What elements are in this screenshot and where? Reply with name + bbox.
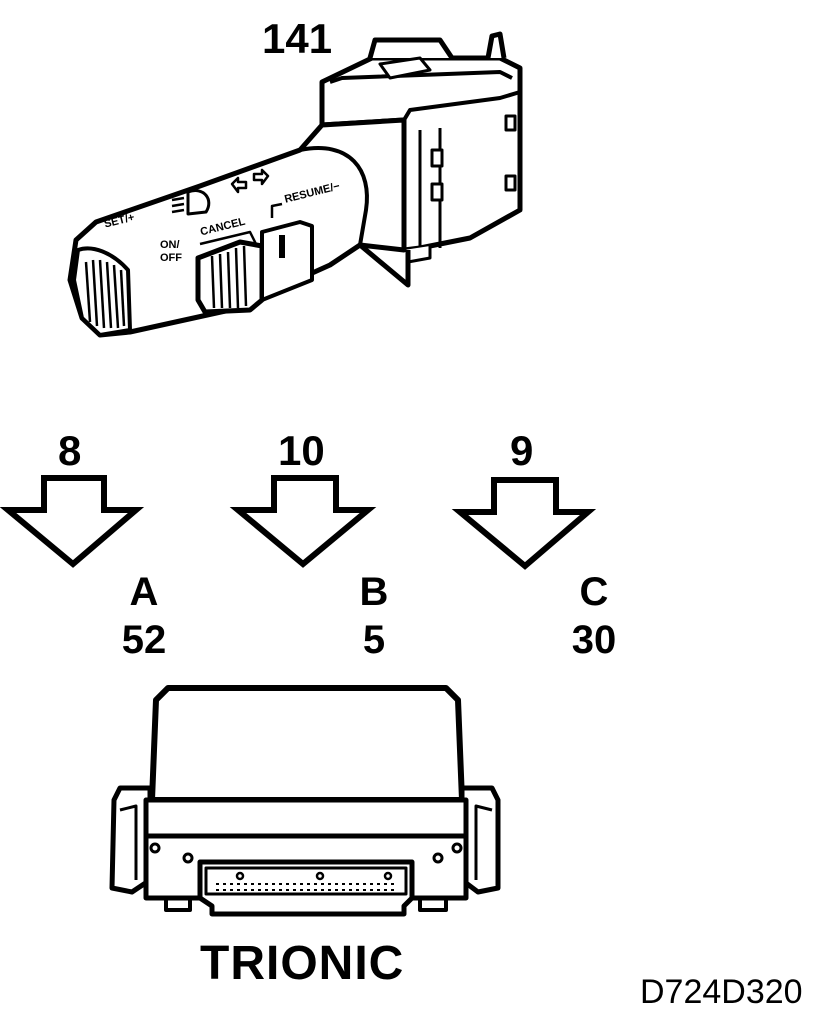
wire-number-10: 10 [278,427,325,474]
switch-number-label: 141 [262,15,333,62]
wire-number-8: 8 [58,427,82,474]
pin-letter-b: B [359,570,389,614]
module-base [143,797,469,839]
pin-number-52: 52 [121,618,167,662]
figure-code: D724D320 [640,973,803,1011]
module-cover [149,685,465,803]
switch-housing [319,31,523,288]
arrow-wire-10 [229,475,377,568]
cruise-control-switch [67,31,523,338]
pin-number-30: 30 [571,618,617,662]
on-off-label: ON/ OFF [160,240,182,264]
trionic-control-unit [109,685,501,917]
connector-socket [197,859,415,917]
switch-stalk [67,117,407,338]
arrow-wire-8 [0,475,145,568]
pin-letter-a: A [129,570,159,614]
wire-number-9: 9 [510,427,534,474]
on-off-label-line1: ON/ [160,239,180,251]
on-off-label-line2: OFF [160,252,182,264]
arrow-wire-9 [451,477,597,570]
trionic-label: TRIONIC [200,937,405,990]
pin-number-5: 5 [362,618,386,662]
pin-letter-c: C [579,570,609,614]
